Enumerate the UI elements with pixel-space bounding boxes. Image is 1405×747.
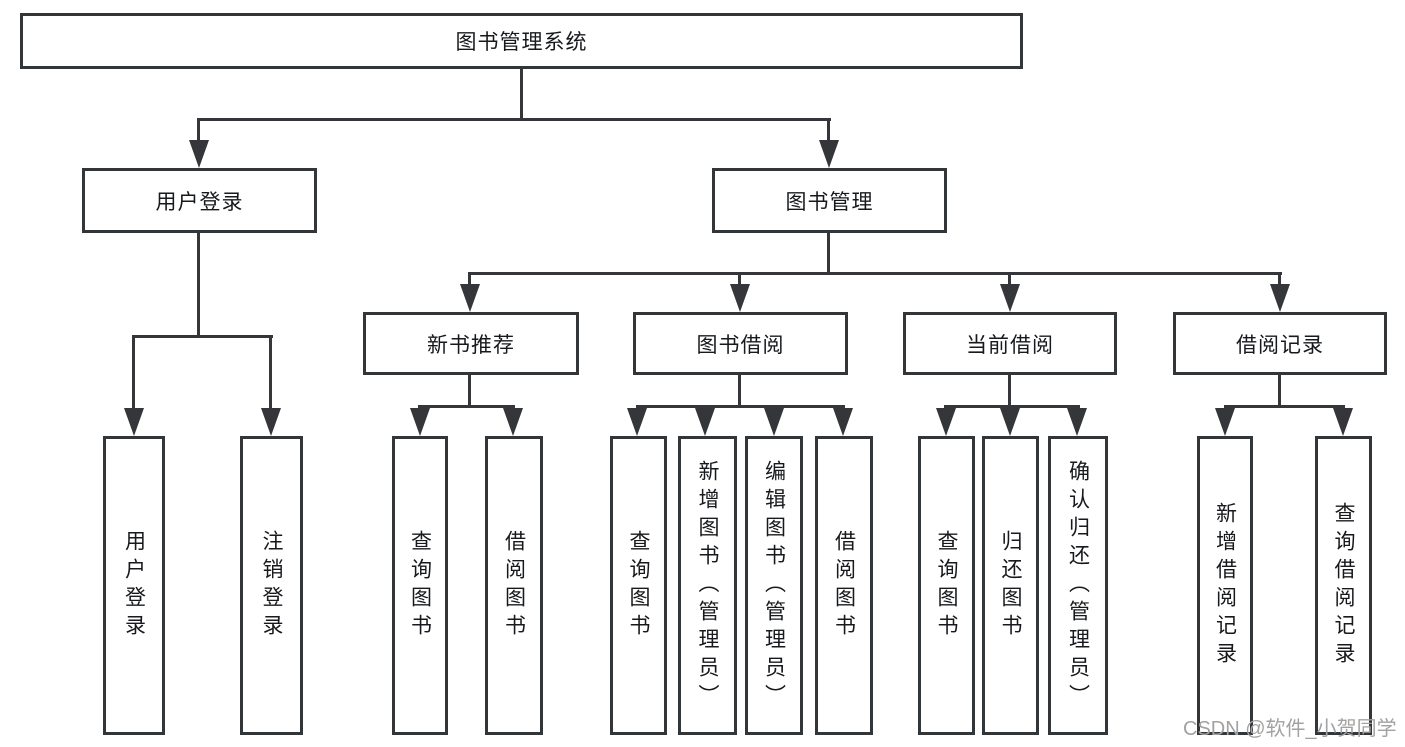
node-leaf-logout-label: 注销登录 <box>260 529 283 642</box>
arrowhead-icon <box>1000 408 1020 436</box>
arrowhead-icon <box>1067 408 1087 436</box>
arrowhead-icon <box>695 408 715 436</box>
connector-line <box>418 405 515 408</box>
arrowhead-icon <box>189 140 209 168</box>
node-leaf-query-books-recommend: 查询图书 <box>392 436 448 735</box>
node-leaf-borrow-books: 借阅图书 <box>815 436 873 735</box>
node-leaf-query-books-borrow: 查询图书 <box>610 436 667 735</box>
node-leaf-user-login-label: 用户登录 <box>122 529 146 642</box>
connector-line <box>944 405 1080 408</box>
connector-line <box>197 118 831 121</box>
arrowhead-icon <box>503 408 523 436</box>
connector-line <box>827 233 830 274</box>
arrowhead-icon <box>124 408 144 436</box>
node-book-borrow: 图书借阅 <box>633 312 848 375</box>
connector-line <box>827 120 830 144</box>
arrowhead-icon <box>819 140 839 168</box>
node-library-system-label: 图书管理系统 <box>455 31 588 54</box>
node-borrow-record: 借阅记录 <box>1173 312 1387 375</box>
node-leaf-query-books-current-label: 查询图书 <box>935 529 958 642</box>
connector-line <box>738 375 741 407</box>
node-book-management: 图书管理 <box>712 168 947 233</box>
arrowhead-icon <box>1270 284 1290 312</box>
node-leaf-add-borrow-record-label: 新增借阅记录 <box>1213 501 1237 670</box>
connector-line <box>269 337 272 410</box>
node-leaf-query-books-current: 查询图书 <box>918 436 975 735</box>
connector-line <box>1278 274 1281 286</box>
node-leaf-borrow-books-label: 借阅图书 <box>832 529 856 642</box>
arrowhead-icon <box>730 284 750 312</box>
node-leaf-borrow-books-recommend: 借阅图书 <box>485 436 543 735</box>
arrowhead-icon <box>833 408 853 436</box>
node-leaf-add-borrow-record: 新增借阅记录 <box>1197 436 1253 735</box>
node-leaf-query-borrow-record-label: 查询借阅记录 <box>1332 501 1355 670</box>
connector-line <box>1278 375 1281 407</box>
node-current-borrow-label: 当前借阅 <box>966 333 1054 357</box>
node-new-book-recommend: 新书推荐 <box>363 312 579 375</box>
node-leaf-query-books-borrow-label: 查询图书 <box>627 529 650 642</box>
node-user-login-label: 用户登录 <box>155 190 244 214</box>
node-leaf-query-books-recommend-label: 查询图书 <box>408 529 432 642</box>
node-current-borrow: 当前借阅 <box>903 312 1117 375</box>
connector-line <box>520 68 523 120</box>
connector-line <box>132 337 135 410</box>
arrowhead-icon <box>460 284 480 312</box>
connector-line <box>1008 375 1011 407</box>
node-leaf-add-books-admin: 新增图书（管理员） <box>678 436 737 735</box>
node-leaf-return-books: 归还图书 <box>982 436 1039 735</box>
connector-line <box>197 233 200 337</box>
arrowhead-icon <box>764 408 784 436</box>
node-leaf-borrow-books-recommend-label: 借阅图书 <box>502 529 526 642</box>
node-leaf-edit-books-admin-label: 编辑图书（管理员） <box>762 459 786 712</box>
connector-line <box>738 274 741 286</box>
arrowhead-icon <box>410 408 430 436</box>
node-library-system: 图书管理系统 <box>20 13 1023 69</box>
node-leaf-add-books-admin-label: 新增图书（管理员） <box>696 459 719 712</box>
node-leaf-user-login: 用户登录 <box>103 436 165 735</box>
arrowhead-icon <box>1215 408 1235 436</box>
connector-line <box>468 375 471 407</box>
connector-line <box>468 274 471 286</box>
node-leaf-query-borrow-record: 查询借阅记录 <box>1315 436 1372 735</box>
node-leaf-confirm-return-admin-label: 确认归还（管理员） <box>1066 459 1090 712</box>
connector-line <box>468 272 1282 275</box>
node-borrow-record-label: 借阅记录 <box>1236 333 1324 357</box>
arrowhead-icon <box>627 408 647 436</box>
node-leaf-return-books-label: 归还图书 <box>999 529 1022 642</box>
node-new-book-recommend-label: 新书推荐 <box>427 333 515 357</box>
node-leaf-edit-books-admin: 编辑图书（管理员） <box>745 436 803 735</box>
connector-line <box>1224 405 1345 408</box>
arrowhead-icon <box>936 408 956 436</box>
node-user-login: 用户登录 <box>82 168 317 233</box>
arrowhead-icon <box>1333 408 1353 436</box>
arrowhead-icon <box>261 408 281 436</box>
node-leaf-confirm-return-admin: 确认归还（管理员） <box>1048 436 1108 735</box>
connector-line <box>197 120 200 144</box>
node-book-borrow-label: 图书借阅 <box>696 333 785 357</box>
node-leaf-logout: 注销登录 <box>240 436 303 735</box>
connector-line <box>132 335 273 338</box>
watermark: CSDN @软件_小贺同学 <box>1183 718 1397 740</box>
connector-line <box>636 405 845 408</box>
node-book-management-label: 图书管理 <box>785 190 874 214</box>
arrowhead-icon <box>1000 284 1020 312</box>
connector-line <box>1008 274 1011 286</box>
